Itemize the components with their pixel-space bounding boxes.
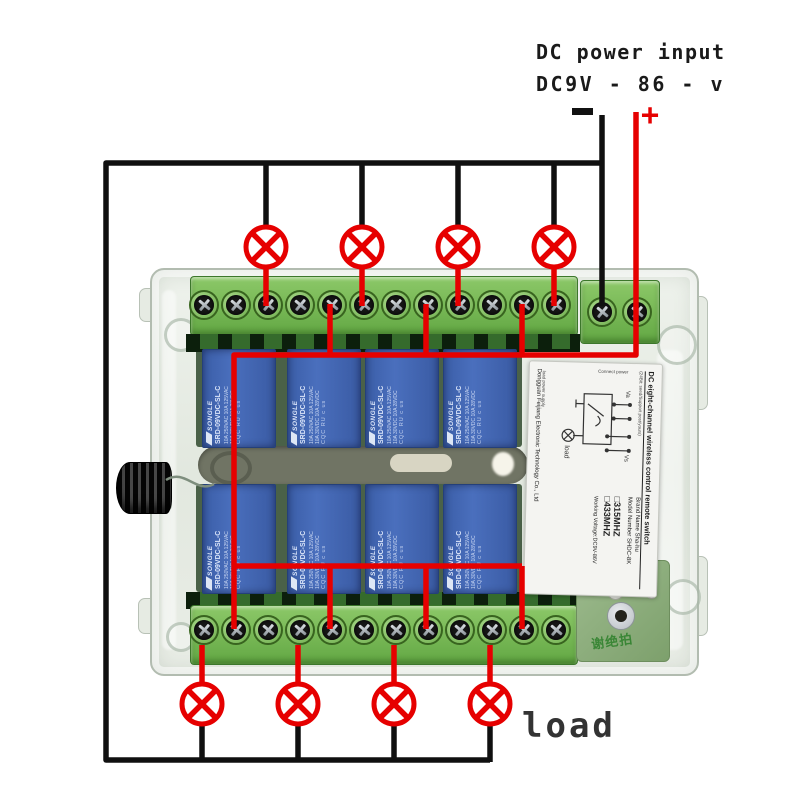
dc-power-input-text: DC power input — [536, 40, 726, 64]
load-lamps — [179, 224, 577, 727]
load-lamp-bottom-2 — [275, 681, 321, 727]
black-wires — [103, 115, 605, 763]
terminal-screw-bottom-1 — [189, 615, 219, 645]
load-lamp-bottom-4 — [467, 681, 513, 727]
case-middle-band — [198, 446, 528, 484]
antenna-jack-hole — [607, 602, 635, 630]
load-lamp-top-4 — [531, 224, 577, 270]
antenna-wire — [165, 475, 215, 488]
schematic-vs: Vs — [622, 455, 628, 462]
load-lamp-top-1 — [243, 224, 289, 270]
load-lamp-bottom-3 — [371, 681, 417, 727]
load-lamp-bottom-1 — [179, 681, 225, 727]
middle-band-oval — [210, 451, 252, 485]
minus-symbol — [572, 108, 593, 115]
load-text: load — [522, 706, 616, 746]
terminal-screw-top-10 — [477, 290, 507, 320]
schematic-load-label: load — [563, 445, 570, 459]
middle-band-glow — [492, 452, 514, 476]
product-label: DC eight-channel wireless control remote… — [522, 360, 664, 598]
terminal-screw-bottom-4 — [285, 615, 315, 645]
dc-voltage-text: DC9V - 86 - v — [536, 72, 726, 96]
label-schematic-area: (24Bit: seed/Support post/yours) Connect… — [539, 369, 644, 498]
load-lamp-top-3 — [435, 224, 481, 270]
wire-dc-plus — [231, 112, 639, 629]
product-label-content: DC eight-channel wireless control remote… — [528, 365, 658, 592]
case-boss-top-right — [657, 325, 697, 365]
schematic-va: Va — [624, 391, 630, 399]
plus-symbol: + — [641, 98, 660, 133]
terminal-screw-bottom-3 — [253, 615, 283, 645]
terminal-screw-bottom-7 — [381, 615, 411, 645]
terminal-screw-top-1 — [189, 290, 219, 320]
red-wires — [199, 112, 639, 686]
middle-band-highlight — [390, 454, 452, 472]
terminal-screw-bottom-9 — [445, 615, 475, 645]
terminal-screw-top-12 — [541, 290, 571, 320]
terminal-screw-bottom-6 — [349, 615, 379, 645]
antenna — [116, 462, 172, 514]
hole-center — [615, 610, 627, 622]
terminal-screw-top-2 — [221, 290, 251, 320]
terminal-screw-top-4 — [285, 290, 315, 320]
terminal-screw-bottom-2 — [221, 615, 251, 645]
terminal-screw-bottom-10 — [477, 615, 507, 645]
terminal-screw-top-7 — [381, 290, 411, 320]
load-lamp-top-2 — [339, 224, 385, 270]
terminal-screw-bottom-12 — [541, 615, 571, 645]
label-relay-schematic: Va Vs load — [561, 391, 632, 462]
